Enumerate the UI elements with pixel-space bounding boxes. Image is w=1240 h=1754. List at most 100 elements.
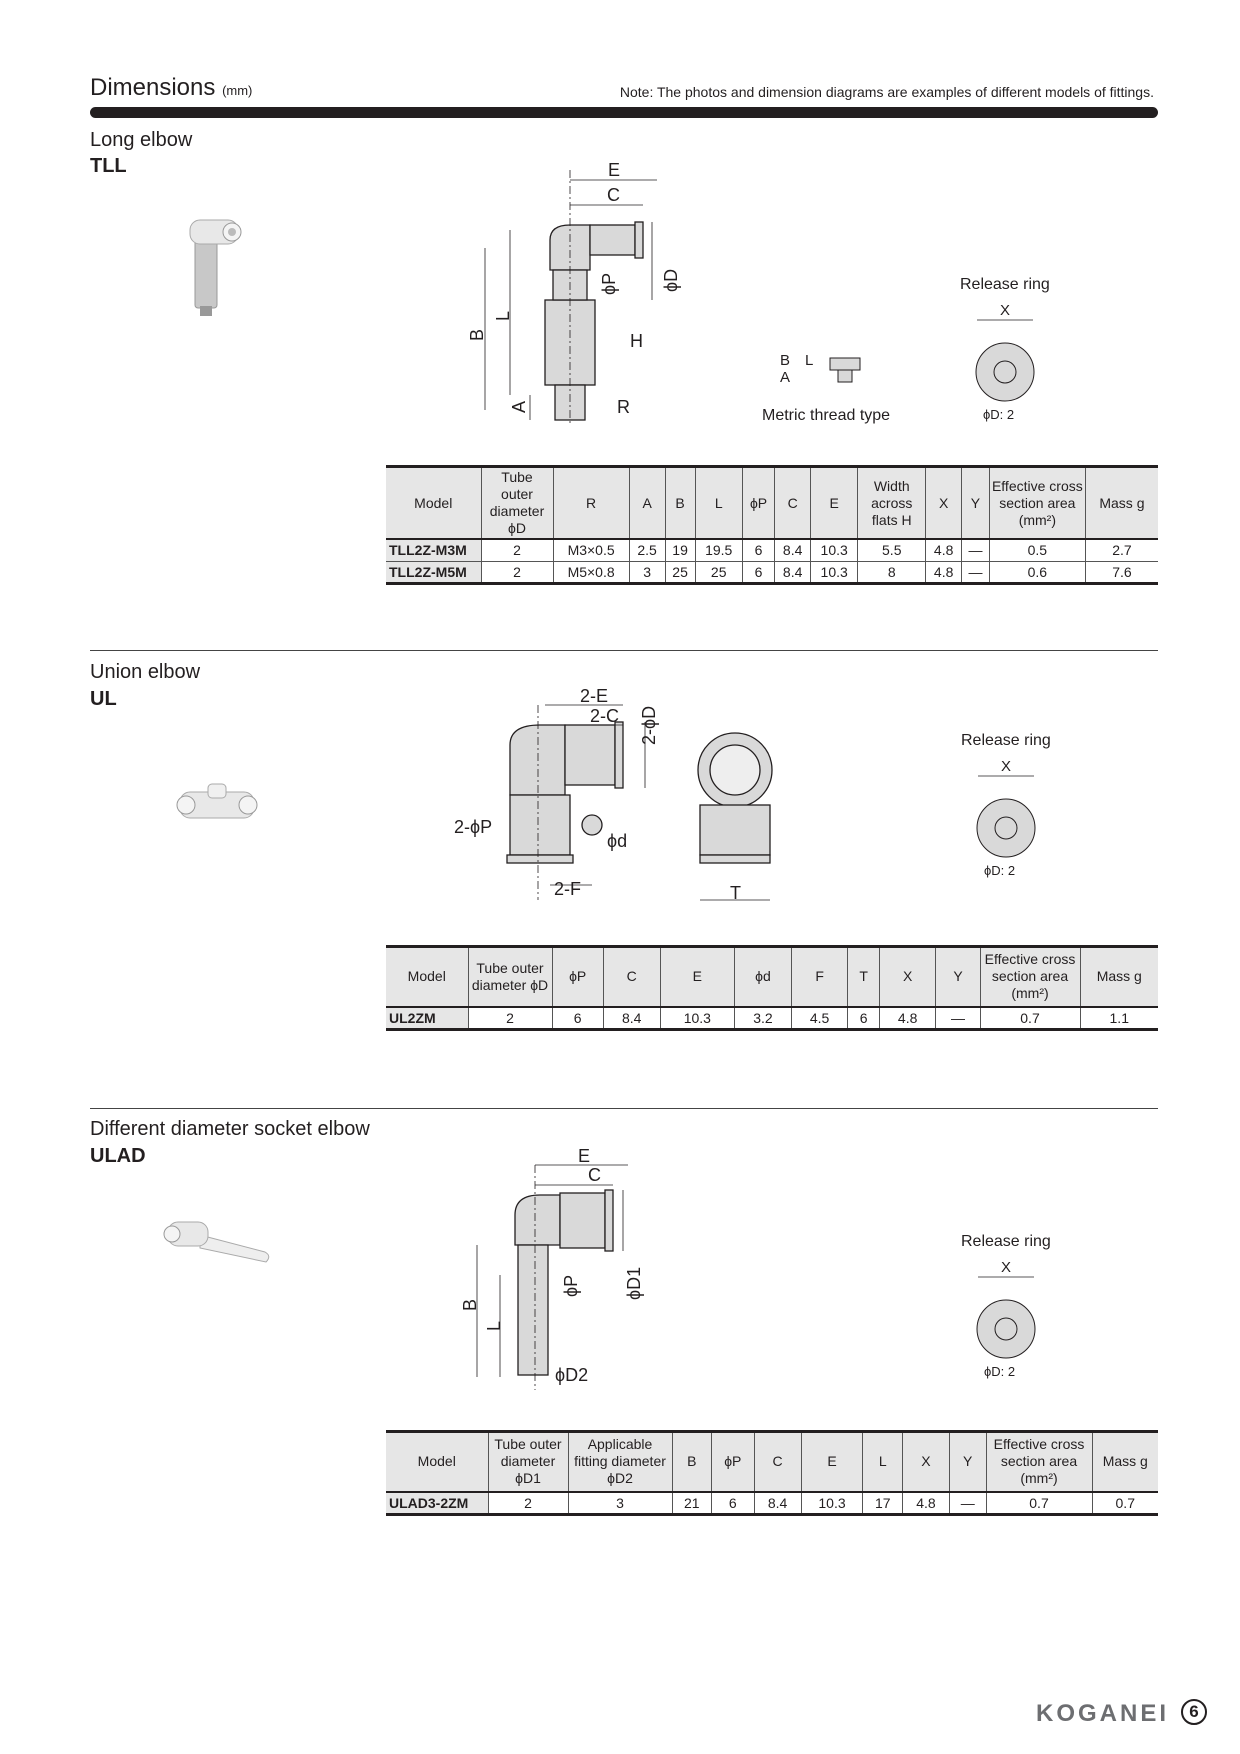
label-B: B	[467, 329, 487, 341]
cell: 7.6	[1084, 560, 1158, 584]
section-name: Long elbow	[90, 129, 193, 151]
cell: M5×0.8	[552, 560, 630, 584]
th: C	[602, 946, 661, 1007]
cell: 10.3	[800, 1491, 864, 1515]
cell: 4.8	[925, 560, 963, 584]
th: X	[925, 466, 963, 540]
cell: 19	[664, 538, 696, 562]
metric-thread-drawing: B A L Metric thread type	[762, 352, 890, 424]
label-D1: ϕD1	[624, 1267, 644, 1300]
label-T: T	[730, 883, 741, 903]
cell: 25	[694, 560, 743, 584]
th: Tube outer diameter ϕD1	[487, 1431, 569, 1492]
cell: 6	[741, 560, 776, 584]
cell: 4.8	[878, 1006, 937, 1030]
th: ϕd	[734, 946, 792, 1007]
label-C: C	[588, 1165, 601, 1185]
cell: 6	[711, 1491, 755, 1515]
th: Effective cross section area (mm²)	[985, 1431, 1093, 1492]
table-header: Model Tube outer diameter ϕD ϕP C E ϕd F…	[386, 946, 1158, 1007]
section-name: Union elbow	[90, 661, 201, 683]
th: Y	[948, 1431, 987, 1492]
page-number: 6	[1181, 1699, 1207, 1725]
th: R	[552, 466, 630, 540]
release-x: X	[1001, 1259, 1011, 1276]
th: X	[878, 946, 937, 1007]
cell: 6	[847, 1006, 880, 1030]
release-x: X	[1001, 758, 1011, 775]
section-code: TLL	[90, 155, 127, 177]
section-divider	[90, 650, 1158, 651]
cell: 2.7	[1084, 538, 1158, 562]
ul-photo	[176, 783, 258, 819]
cell: 3	[628, 560, 666, 584]
header-bar	[90, 107, 1158, 118]
cell: M3×0.5	[552, 538, 630, 562]
th: E	[659, 946, 736, 1007]
label-C: C	[607, 185, 620, 205]
cell: 21	[671, 1491, 712, 1515]
release-ring-title: Release ring	[961, 1233, 1051, 1250]
metric-thread-label: Metric thread type	[762, 407, 890, 424]
th: ϕP	[711, 1431, 755, 1492]
cell: 10.3	[659, 1006, 736, 1030]
cell: 8.4	[602, 1006, 661, 1030]
th: Tube outer diameter ϕD	[467, 946, 553, 1007]
cell: ULAD3-2ZM	[386, 1491, 489, 1515]
th: A	[628, 466, 666, 540]
cell: 8.4	[774, 538, 812, 562]
cell: 2	[487, 1491, 569, 1515]
release-ring-3: Release ring X ϕD: 2	[961, 1233, 1051, 1379]
metric-A: A	[780, 369, 790, 386]
label-L: L	[484, 1321, 504, 1331]
cell: 6	[551, 1006, 604, 1030]
th: Applicable fitting diameter ϕD2	[567, 1431, 673, 1492]
th: C	[753, 1431, 802, 1492]
section-code: UL	[90, 688, 117, 710]
cell: 10.3	[810, 538, 859, 562]
label-P: ϕP	[599, 273, 619, 295]
th: L	[862, 1431, 903, 1492]
cell: UL2ZM	[386, 1006, 469, 1030]
page-title: Dimensions (mm)	[90, 74, 252, 102]
cell: 0.5	[988, 538, 1086, 562]
th: L	[694, 466, 743, 540]
cell: 5.5	[857, 538, 927, 562]
release-d: ϕD: 2	[984, 863, 1015, 878]
label-P: ϕP	[561, 1275, 581, 1297]
table-header: Model Tube outer diameter ϕD1 Applicable…	[386, 1431, 1158, 1492]
cell: 8	[857, 560, 927, 584]
label-E: E	[578, 1146, 590, 1166]
cell: 3.2	[734, 1006, 792, 1030]
label-E: E	[608, 160, 620, 180]
label-2C: 2-C	[590, 706, 619, 726]
label-A: A	[509, 401, 529, 413]
th: Model	[386, 1431, 489, 1492]
label-2P: 2-ϕP	[454, 817, 492, 837]
ulad-photo	[163, 1221, 270, 1263]
release-ring-title: Release ring	[960, 276, 1050, 293]
release-x: X	[1000, 302, 1010, 319]
ul-drawing: 2-E 2-C 2-ϕD 2-ϕP ϕd 2-F T	[454, 686, 773, 903]
cell: TLL2Z-M3M	[386, 538, 482, 562]
cell: 2	[467, 1006, 553, 1030]
label-d: ϕd	[607, 831, 627, 851]
release-ring-1: Release ring X ϕD: 2	[960, 276, 1050, 422]
release-d: ϕD: 2	[984, 1364, 1015, 1379]
th: Y	[935, 946, 981, 1007]
cell: 0.6	[988, 560, 1086, 584]
cell: 17	[862, 1491, 903, 1515]
th: Effective cross section area (mm²)	[988, 466, 1086, 540]
th: Mass g	[1084, 466, 1158, 540]
th: X	[901, 1431, 950, 1492]
cell: 6	[741, 538, 776, 562]
cell: 4.8	[925, 538, 963, 562]
th: B	[664, 466, 696, 540]
th: C	[774, 466, 812, 540]
cell: 25	[664, 560, 696, 584]
th: Y	[961, 466, 990, 540]
label-L: L	[493, 311, 513, 321]
label-H: H	[630, 331, 643, 351]
